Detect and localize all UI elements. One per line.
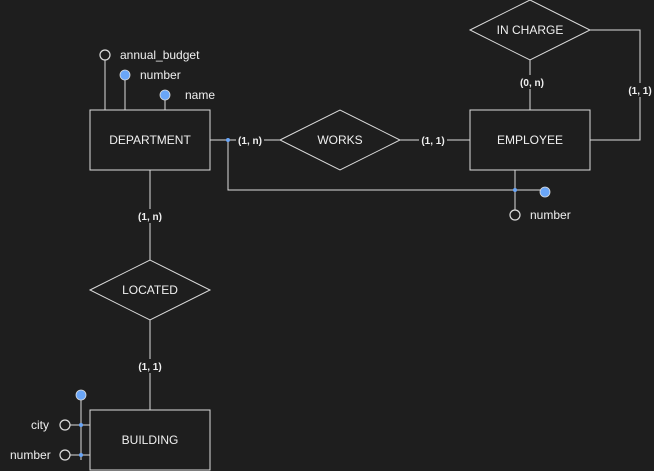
relationship-label-located: LOCATED	[122, 283, 178, 297]
identifier-junction-dot	[226, 138, 230, 142]
cardinality-department-located: (1, n)	[138, 212, 162, 223]
relationship-in-charge[interactable]: IN CHARGE	[468, 0, 592, 61]
entity-building[interactable]: BUILDING	[89, 409, 211, 471]
attribute-label-department-number: number	[140, 68, 181, 82]
entity-label-department: DEPARTMENT	[109, 133, 191, 147]
building-city-junction	[79, 423, 83, 427]
entity-employee[interactable]: EMPLOYEE	[469, 109, 591, 171]
key-attribute-circle-department-name	[159, 89, 171, 101]
relationship-label-in-charge: IN CHARGE	[497, 23, 564, 37]
cardinality-department-works: (1, n)	[238, 136, 262, 147]
building-number-junction	[79, 453, 83, 457]
attribute-circle-employee-number	[509, 209, 521, 221]
relationship-located[interactable]: LOCATED	[88, 259, 212, 321]
attribute-label-employee-number: number	[530, 208, 571, 222]
external-identifier-line	[227, 140, 545, 191]
attribute-label-department-name: name	[185, 88, 215, 102]
entity-department[interactable]: DEPARTMENT	[89, 109, 211, 171]
attribute-circle-building-number	[59, 449, 71, 461]
employee-identifier-junction	[513, 188, 517, 192]
attribute-label-annual-budget: annual_budget	[120, 48, 200, 62]
relationship-works[interactable]: WORKS	[278, 109, 402, 171]
relationship-label-works: WORKS	[317, 133, 362, 147]
key-attribute-circle-department-number	[119, 69, 131, 81]
entity-label-building: BUILDING	[122, 433, 179, 447]
attribute-circle-building-city	[59, 419, 71, 431]
cardinality-in-charge-employee: (1, 1)	[628, 86, 651, 97]
entity-label-employee: EMPLOYEE	[497, 133, 563, 147]
attribute-label-building-city: city	[31, 418, 49, 432]
cardinality-building-located: (1, 1)	[138, 362, 161, 373]
cardinality-employee-in-charge: (0, n)	[520, 78, 544, 89]
cardinality-employee-works: (1, 1)	[421, 136, 444, 147]
key-attribute-circle-building-identifier	[75, 389, 87, 401]
attribute-circle-annual-budget	[99, 49, 111, 61]
key-attribute-circle-employee-identifier	[539, 186, 551, 198]
attribute-label-building-number: number	[10, 448, 51, 462]
